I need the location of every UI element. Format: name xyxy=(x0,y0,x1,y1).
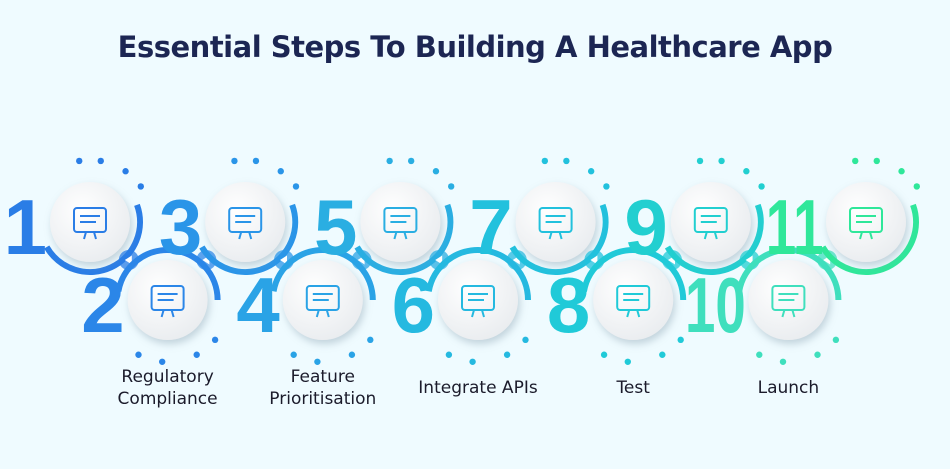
decor-dot xyxy=(587,168,595,175)
decor-dot xyxy=(193,351,200,358)
wireframe-icon xyxy=(228,207,263,240)
ring-arc xyxy=(199,203,299,275)
monitor-icon xyxy=(849,207,883,240)
decor-dot xyxy=(277,168,284,175)
decor-dot xyxy=(97,157,104,165)
step-11 xyxy=(820,157,920,275)
decor-dot xyxy=(386,157,393,165)
ring-arc xyxy=(270,247,376,301)
decor-dot xyxy=(469,358,476,365)
decor-dot xyxy=(211,336,219,344)
decor-dot xyxy=(522,336,529,344)
step-7 xyxy=(509,157,610,275)
decor-dot xyxy=(677,336,684,344)
decor-dot xyxy=(832,336,840,344)
decor-dot xyxy=(696,157,704,165)
decor-dot xyxy=(756,351,763,358)
decor-dot xyxy=(367,336,374,344)
gavel-document-icon xyxy=(150,285,185,318)
decor-dot xyxy=(503,351,511,358)
step-label: Regulatory Compliance xyxy=(117,367,218,409)
decor-dot xyxy=(758,183,765,190)
decor-dot xyxy=(348,351,356,358)
decor-dot xyxy=(290,351,297,358)
decor-dot xyxy=(624,358,631,365)
ring-arc xyxy=(425,247,531,301)
code-gear-icon xyxy=(538,207,573,240)
ring-arc xyxy=(44,203,143,275)
decor-dot xyxy=(252,157,260,165)
step-8 xyxy=(581,247,687,365)
decor-dot xyxy=(407,157,415,165)
step-2 xyxy=(115,247,221,365)
decor-dot xyxy=(913,183,920,190)
server-stack-icon xyxy=(383,207,418,240)
test-checklist-icon xyxy=(616,285,651,318)
clipboard-search-icon xyxy=(73,207,107,240)
decor-dot xyxy=(137,183,144,190)
cycle-document-icon xyxy=(693,207,728,240)
ring-arc xyxy=(509,203,609,275)
step-9 xyxy=(664,157,765,275)
step-4 xyxy=(270,247,376,365)
decor-dot xyxy=(873,157,880,165)
step-label: Test xyxy=(616,378,650,398)
priority-list-icon xyxy=(305,285,340,318)
ring-arc xyxy=(581,247,687,301)
step-3 xyxy=(199,157,300,275)
decor-dot xyxy=(314,358,321,365)
ring-arc xyxy=(820,203,919,275)
decor-dot xyxy=(447,183,455,190)
decor-dot xyxy=(563,157,570,165)
api-cloud-icon xyxy=(461,285,495,318)
laptop-rocket-icon xyxy=(771,285,806,318)
step-label: Integrate APIs xyxy=(418,378,538,398)
decor-dot xyxy=(541,157,549,165)
decor-dot xyxy=(292,183,300,190)
step-10 xyxy=(736,247,842,365)
decor-dot xyxy=(814,351,821,358)
decor-dot xyxy=(659,351,666,358)
decor-dot xyxy=(600,351,608,358)
step-6 xyxy=(425,247,531,365)
ring-arc xyxy=(354,203,454,275)
decor-dot xyxy=(135,351,142,358)
decor-dot xyxy=(852,157,859,165)
decor-dot xyxy=(898,168,905,175)
decor-dot xyxy=(122,168,129,175)
decor-dot xyxy=(445,351,453,358)
decor-dot xyxy=(779,358,787,365)
decor-dot xyxy=(158,358,166,365)
step-label: Launch xyxy=(757,378,820,398)
ring-arc xyxy=(664,203,764,275)
decor-dot xyxy=(718,157,725,165)
decor-dot xyxy=(743,168,750,175)
decor-dot xyxy=(432,168,440,175)
page-title: Essential Steps To Building A Healthcare… xyxy=(117,30,833,64)
step-5 xyxy=(354,157,455,275)
ring-arc xyxy=(736,247,842,301)
decor-dot xyxy=(231,157,238,165)
decor-dot xyxy=(603,183,610,190)
step-label: Feature Prioritisation xyxy=(269,367,377,409)
step-1 xyxy=(44,157,144,275)
decor-dot xyxy=(76,157,83,165)
ring-arc xyxy=(115,247,221,301)
